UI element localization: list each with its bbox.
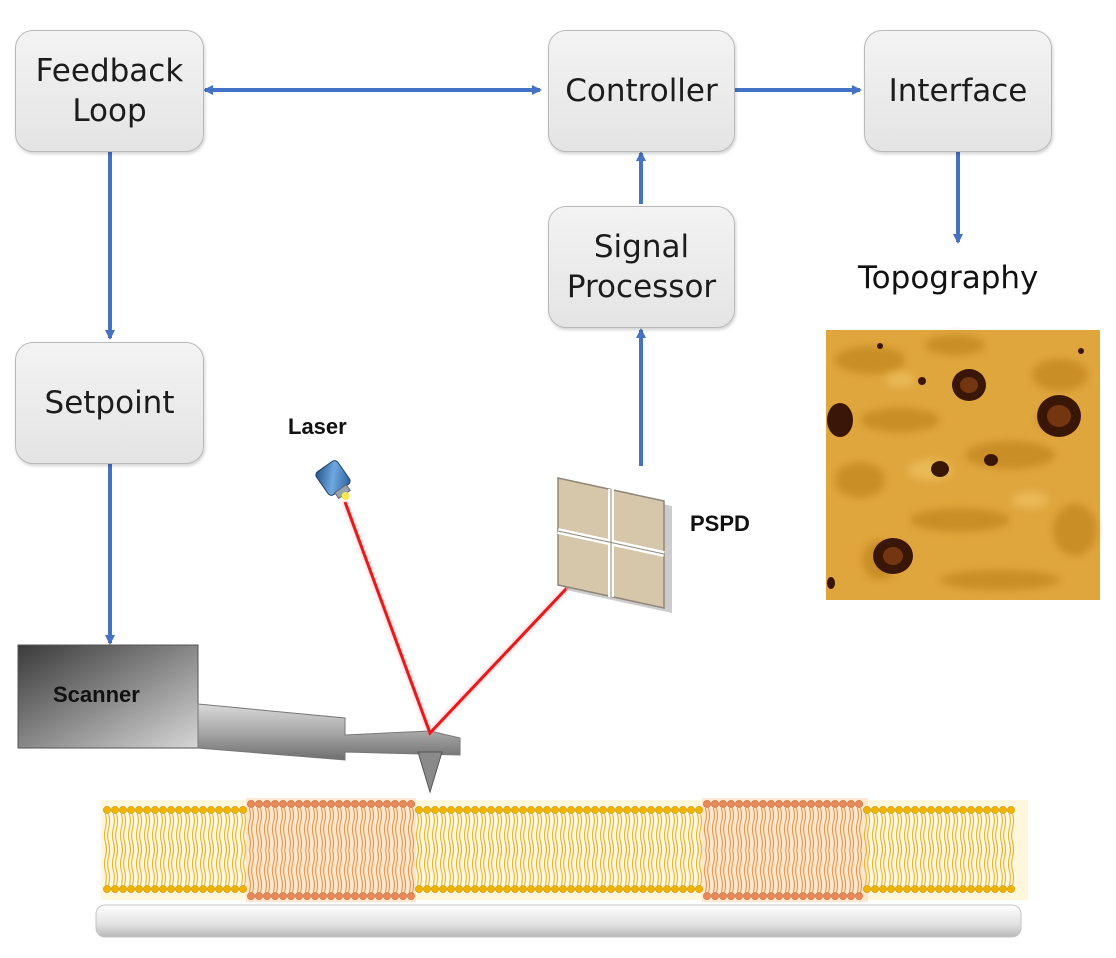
lipid-bilayer: [101, 798, 1028, 902]
signal-processor-label: Signal Processor: [566, 229, 717, 305]
setpoint-block: Setpoint: [15, 342, 204, 464]
interface-label: Interface: [888, 73, 1028, 109]
signal-processor-block: Signal Processor: [548, 206, 735, 328]
scanner-block: [17, 644, 199, 749]
flow-arrows: [105, 85, 963, 645]
feedback-loop-label: Feedback Loop: [35, 53, 184, 129]
topography-label: Topography: [858, 260, 1039, 296]
controller-label: Controller: [565, 73, 718, 109]
topography-image: [826, 330, 1100, 600]
scanner-label: Scanner: [53, 682, 140, 707]
cantilever-tip: [417, 751, 443, 794]
laser-icon: [315, 460, 351, 501]
controller-block: Controller: [548, 30, 735, 152]
substrate: [95, 904, 1022, 938]
cantilever-arm: [197, 703, 461, 761]
feedback-loop-block: Feedback Loop: [15, 30, 204, 152]
setpoint-label: Setpoint: [44, 385, 175, 421]
pspd-icon: [557, 477, 672, 613]
interface-block: Interface: [864, 30, 1052, 152]
pspd-label: PSPD: [690, 511, 750, 536]
laser-beam: [342, 501, 602, 738]
laser-label: Laser: [288, 414, 347, 439]
